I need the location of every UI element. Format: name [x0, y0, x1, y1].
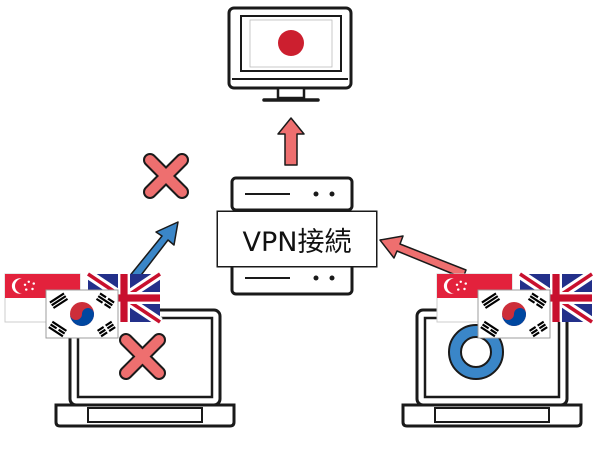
arrow-to-vpn: [379, 235, 467, 279]
south-korea-flag: [477, 289, 551, 339]
circle-icon: [448, 324, 504, 380]
vpn-connection-label: VPN接続: [218, 212, 376, 266]
japan-flag: [249, 19, 333, 68]
cross-icon: [119, 333, 166, 380]
desktop-monitor-icon: [227, 6, 353, 102]
cross-icon: [143, 153, 189, 199]
south-korea-flag: [45, 289, 119, 339]
arrow-up: [277, 117, 305, 166]
